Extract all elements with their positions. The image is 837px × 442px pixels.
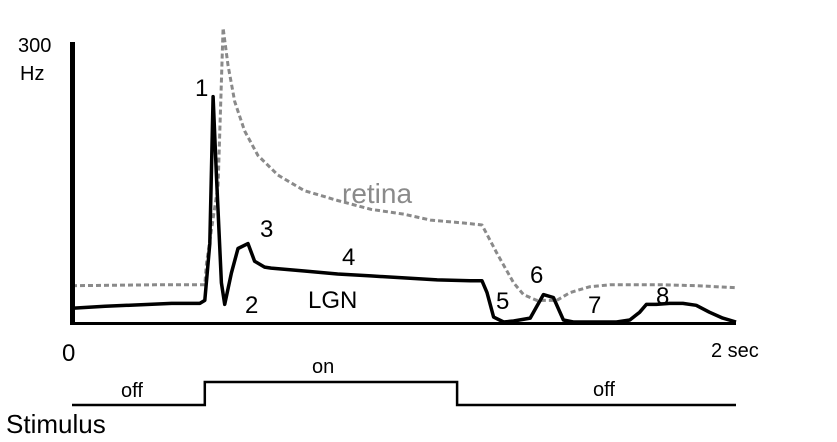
y-axis-unit-label: Hz [20, 63, 44, 85]
series-layer [71, 26, 737, 324]
series-label-lgn: LGN [308, 287, 357, 314]
stimulus-label-off-1: off [121, 380, 143, 402]
series-label-retina: retina [342, 178, 412, 209]
annotation-4: 4 [342, 244, 355, 271]
series-line-retina [71, 26, 737, 302]
stimulus-line [72, 380, 736, 407]
annotation-6: 6 [530, 262, 543, 289]
stimulus-title: Stimulus [6, 409, 106, 439]
annotation-1: 1 [195, 75, 208, 102]
stimulus-trace [72, 380, 736, 407]
series-line-lgn [71, 94, 737, 324]
stimulus-label-off-2: off [593, 379, 615, 401]
y-axis-top-label: 300 [18, 35, 51, 57]
annotation-2: 2 [245, 292, 258, 319]
annotation-8: 8 [656, 283, 669, 310]
annotation-7: 7 [588, 292, 601, 319]
x-axis-start-label: 0 [62, 340, 75, 367]
annotation-3: 3 [260, 216, 273, 243]
x-axis-end-label: 2 sec [711, 340, 759, 362]
annotation-5: 5 [496, 288, 509, 315]
stimulus-label-on: on [312, 356, 334, 378]
